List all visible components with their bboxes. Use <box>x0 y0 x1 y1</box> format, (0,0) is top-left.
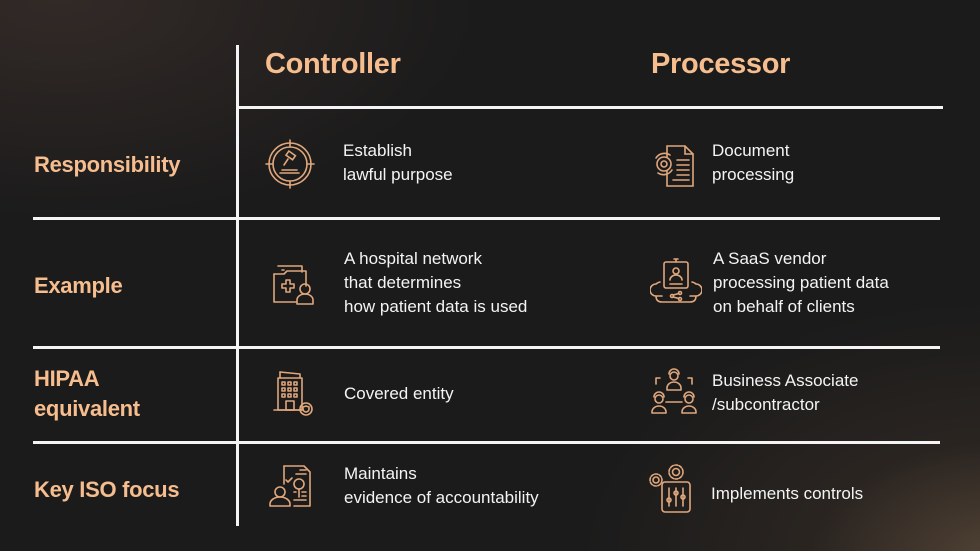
cell-line: Maintains <box>344 464 417 483</box>
row-label-example: Example <box>34 271 123 301</box>
row-divider-3 <box>33 441 940 444</box>
row-divider-1 <box>33 217 940 220</box>
cell-processor-iso: Implements controls <box>711 482 863 506</box>
gavel-target-icon <box>264 138 316 190</box>
cloud-profile-share-icon <box>649 256 703 308</box>
column-header-processor: Processor <box>651 48 791 80</box>
cell-line: that determines <box>344 273 462 292</box>
cell-line: how patient data is used <box>344 297 528 316</box>
cell-line: on behalf of clients <box>713 297 855 316</box>
cell-line: processing patient data <box>713 273 889 292</box>
row-label-responsibility: Responsibility <box>34 150 180 180</box>
cell-line: Document <box>712 141 790 160</box>
cell-controller-example: A hospital network that determines how p… <box>344 247 527 319</box>
row-divider-2 <box>33 346 940 349</box>
worker-team-icon <box>648 366 700 418</box>
cell-line: A hospital network <box>344 249 482 268</box>
cell-line: Covered entity <box>344 384 454 403</box>
cell-line: A SaaS vendor <box>713 249 827 268</box>
cell-controller-hipaa: Covered entity <box>344 382 454 406</box>
cell-processor-example: A SaaS vendor processing patient data on… <box>713 247 889 319</box>
gear-document-icon <box>651 140 703 192</box>
cell-controller-responsibility: Establish lawful purpose <box>343 139 453 187</box>
cell-line: evidence of accountability <box>344 488 539 507</box>
cell-line: Establish <box>343 141 412 160</box>
row-label-key-iso-focus: Key ISO focus <box>34 475 180 505</box>
gears-sliders-icon <box>646 462 698 514</box>
row-label-text: equivalent <box>34 396 140 421</box>
row-label-text: Responsibility <box>34 152 181 177</box>
cell-line: Business Associate <box>712 371 859 390</box>
cell-controller-iso: Maintains evidence of accountability <box>344 462 539 510</box>
medical-folder-person-icon <box>270 258 322 310</box>
column-divider <box>236 45 239 526</box>
cell-line: processing <box>712 165 795 184</box>
row-label-hipaa-equivalent: HIPAA equivalent <box>34 364 140 424</box>
cell-line: Implements controls <box>711 484 864 503</box>
audit-document-person-icon <box>266 460 318 512</box>
row-label-text: Example <box>34 273 123 298</box>
header-divider <box>237 106 943 109</box>
cell-line: lawful purpose <box>343 165 453 184</box>
column-header-controller: Controller <box>265 48 401 80</box>
cell-processor-hipaa: Business Associate /subcontractor <box>712 369 858 417</box>
building-shield-icon <box>272 366 324 418</box>
row-label-text: Key ISO focus <box>34 477 180 502</box>
cell-line: /subcontractor <box>712 395 820 414</box>
row-label-text: HIPAA <box>34 366 100 391</box>
cell-processor-responsibility: Document processing <box>712 139 794 187</box>
